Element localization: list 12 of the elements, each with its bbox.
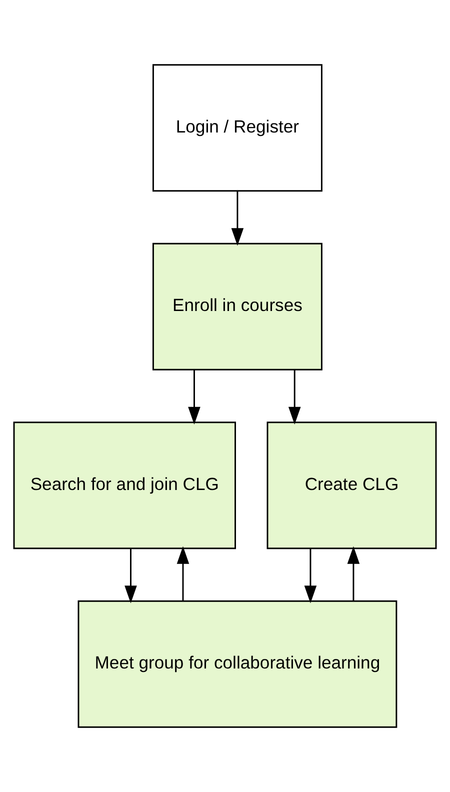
node-box: Login / Register bbox=[152, 64, 322, 192]
node-box: Create CLG bbox=[266, 422, 437, 550]
arrow bbox=[347, 546, 360, 602]
arrow bbox=[288, 370, 301, 425]
arrow bbox=[176, 546, 190, 602]
arrow bbox=[231, 190, 244, 246]
node-box: Enroll in courses bbox=[152, 242, 322, 370]
arrow bbox=[188, 370, 200, 425]
node-box: Search for and join CLG bbox=[13, 422, 236, 550]
node-box: Meet group for collaborative learning bbox=[78, 600, 398, 728]
arrow bbox=[304, 548, 317, 604]
arrow bbox=[124, 548, 137, 604]
